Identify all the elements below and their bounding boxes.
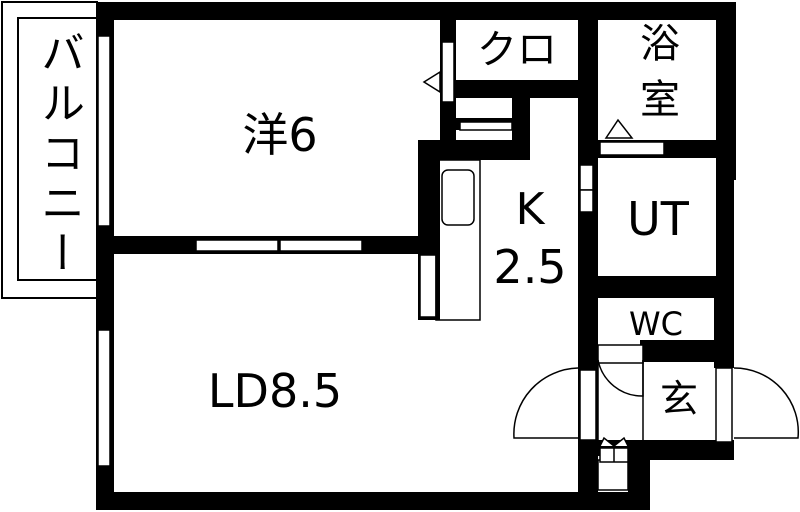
entrance-label: 玄: [659, 377, 698, 421]
wall-markers: [422, 70, 634, 139]
toilet-label: WC: [629, 305, 683, 343]
western-room-label: 洋6: [242, 108, 318, 162]
windows: [97, 35, 733, 491]
mailbox-icon: [599, 436, 629, 463]
kitchen-label-size: 2.5: [493, 240, 567, 294]
closet-label: クロ: [477, 27, 557, 73]
kitchen-counter: [435, 159, 481, 321]
utility-label: UT: [627, 192, 689, 246]
bathroom-label-line1: 浴: [640, 21, 680, 67]
kitchen-label-line1: K: [515, 184, 545, 235]
balcony-label: バルコニー: [33, 30, 84, 280]
living-dining-label: LD8.5: [207, 364, 343, 418]
bathroom-label-line2: 室: [640, 77, 680, 123]
door-swings: [513, 359, 800, 440]
